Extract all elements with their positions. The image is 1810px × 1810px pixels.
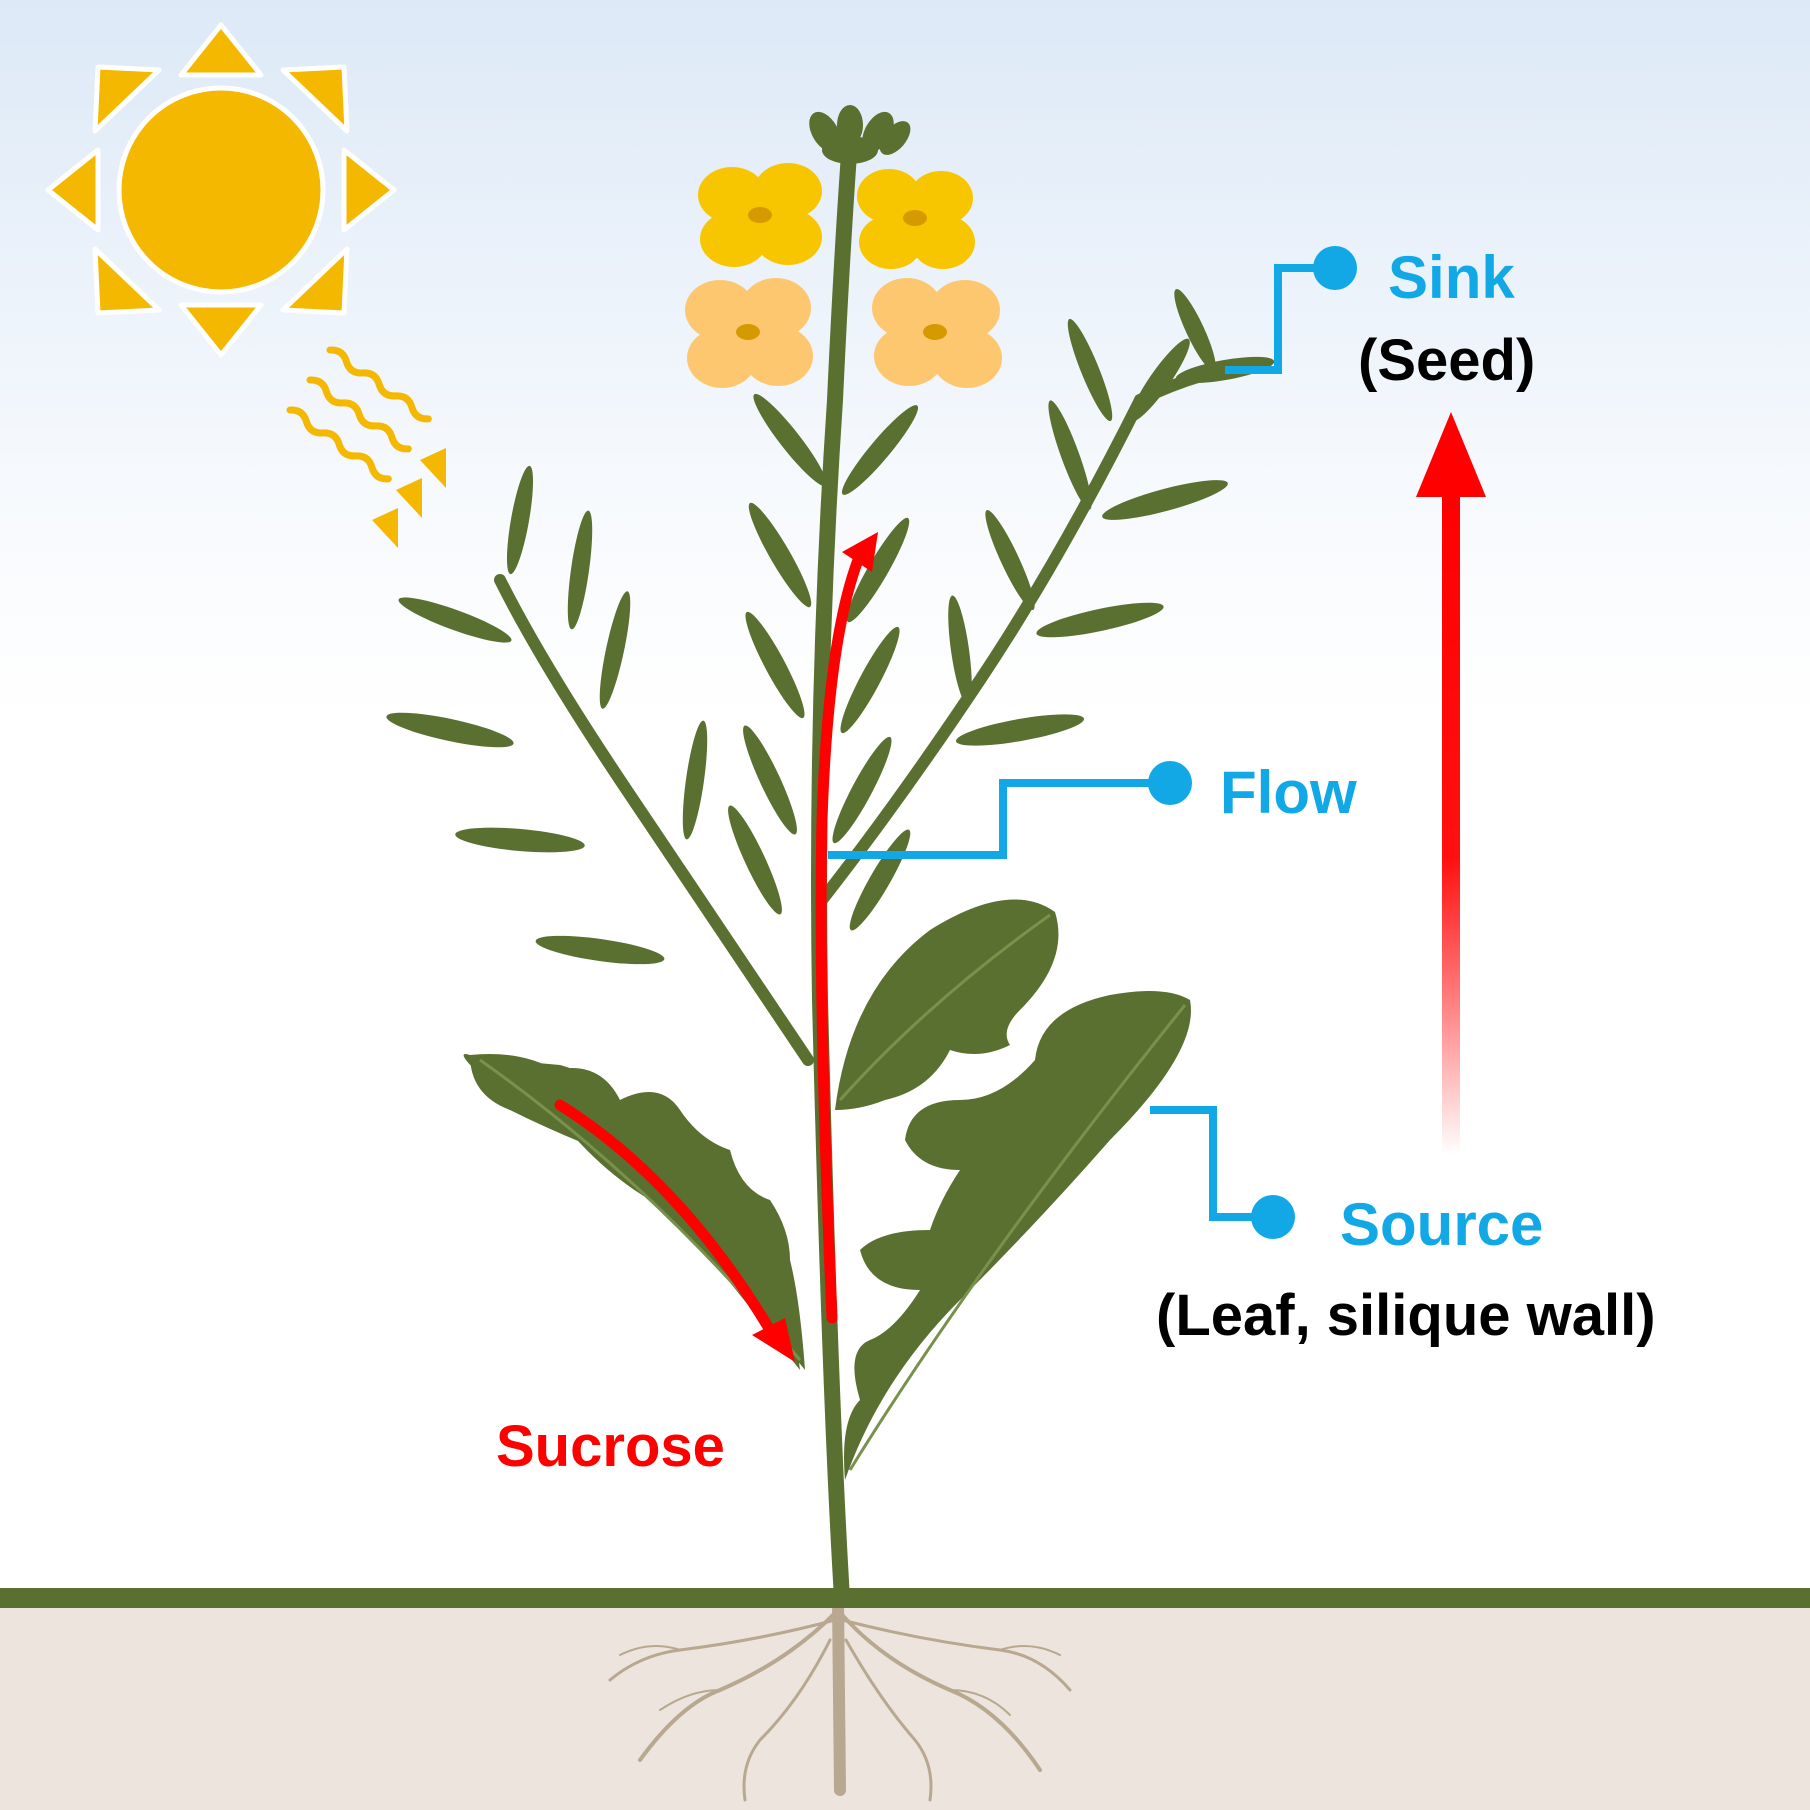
flower-buds (809, 105, 911, 164)
ground-line (0, 1588, 1810, 1608)
soil (0, 1596, 1810, 1810)
seed-label: (Seed) (1358, 328, 1536, 393)
sun-icon (45, 22, 397, 358)
callout-dots (1148, 246, 1357, 1239)
flower (698, 163, 822, 267)
source-to-sink-arrow (1416, 412, 1486, 1155)
flowers (685, 163, 1002, 388)
flow-label: Flow (1220, 759, 1357, 826)
source-detail-label: (Leaf, silique wall) (1156, 1283, 1656, 1348)
flower (872, 278, 1002, 388)
source-label: Source (1340, 1191, 1544, 1258)
leaves (463, 899, 1191, 1480)
light-ray-arrowheads (372, 448, 446, 548)
sink-callout-line (1225, 264, 1335, 374)
light-rays-icon (286, 346, 432, 483)
flow-callout-line (828, 779, 1170, 859)
stem-arrow (815, 554, 864, 1324)
leaf-arrow (554, 1099, 776, 1336)
sucrose-label: Sucrose (496, 1414, 725, 1479)
callout-lines (828, 264, 1335, 1221)
leaf-upper-right (835, 899, 1059, 1110)
flower (685, 278, 813, 388)
flower (857, 169, 975, 269)
sucrose-arrows (554, 532, 878, 1362)
sink-label: Sink (1388, 244, 1515, 311)
source-callout-line (1150, 1106, 1273, 1221)
leaf-lower-right (844, 991, 1191, 1480)
roots (608, 1594, 1072, 1802)
